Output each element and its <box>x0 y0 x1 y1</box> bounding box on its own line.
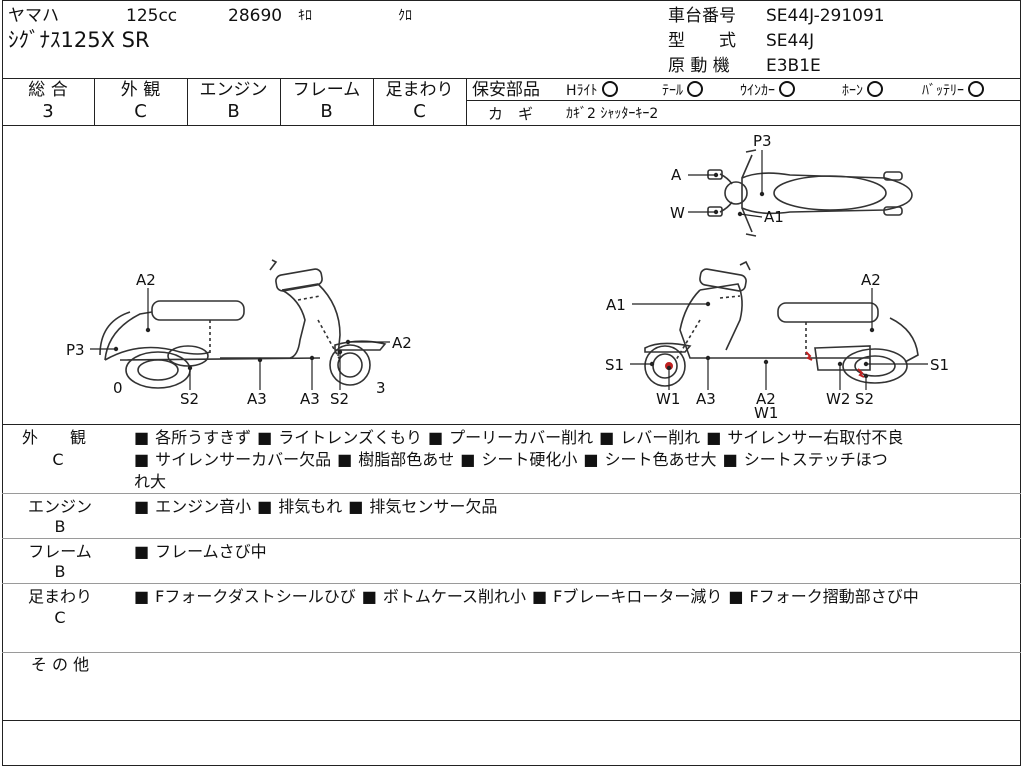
grade-gaikan-label: 外 観 <box>120 80 161 100</box>
maker: ヤマハ <box>8 6 59 26</box>
diagram-label: A3 <box>300 390 320 408</box>
diagram-label: W1 <box>656 390 680 408</box>
diagram-label: S2 <box>330 390 349 408</box>
remarks-frame-items: ■フレームさび中 <box>134 542 267 561</box>
remarks-frame-grade: B <box>54 562 66 581</box>
key-label: カ ギ <box>488 105 534 123</box>
grade-engine-label: エンジン <box>199 80 268 100</box>
remarks-engine-items: ■エンジン音小■排気もれ■排気センサー欠品 <box>134 497 498 516</box>
rear-wheel <box>842 348 908 384</box>
seat-shape <box>151 300 245 321</box>
remarks-gaikan-grade: C <box>52 450 64 469</box>
front-wheel <box>644 345 686 387</box>
safety-item-hlight: Hﾗｲﾄ <box>566 81 618 101</box>
ok-circle-icon <box>867 81 883 97</box>
ok-circle-icon <box>687 81 703 97</box>
safety-item-battery: ﾊﾞｯﾃﾘｰ <box>922 81 984 101</box>
grade-frame-label: フレーム <box>292 80 361 100</box>
grade-gaikan-value: C <box>134 101 147 122</box>
diagram-label: A3 <box>696 390 716 408</box>
diagram-label: 0 <box>113 379 123 397</box>
diagram-label: P3 <box>66 341 85 359</box>
front-wheel <box>329 344 371 386</box>
diagram-label: A1 <box>606 296 626 314</box>
safety-item-horn: ﾎｰﾝ <box>842 81 883 101</box>
remarks-gaikan-label: 外 観 <box>22 428 87 447</box>
divider <box>2 78 1021 79</box>
diagram-label: A2 <box>756 390 776 408</box>
diagram-label: A2 <box>136 271 156 289</box>
diagram-label: W <box>670 204 685 222</box>
frame-no-label: 車台番号 <box>668 6 736 26</box>
grade-engine-value: B <box>227 101 240 122</box>
diagram-label: W1 <box>754 404 778 422</box>
mileage-unit: ｷﾛ <box>298 8 312 24</box>
grade-frame-value: B <box>320 101 333 122</box>
diagram-label: W2 <box>826 390 850 408</box>
diagram-label: A1 <box>764 208 784 226</box>
model-name: ｼｸﾞﾅｽ125X SR <box>8 28 150 52</box>
diagram-label: S2 <box>855 390 874 408</box>
remarks-other-label: そ の 他 <box>30 655 90 674</box>
diagram-label: A2 <box>392 334 412 352</box>
ok-circle-icon <box>968 81 984 97</box>
diagram-label: S1 <box>605 356 624 374</box>
safety-item-winker: ｳｲﾝｶｰ <box>740 81 795 101</box>
damage-mark <box>665 351 865 378</box>
diagram-label: S2 <box>180 390 199 408</box>
remarks-frame-label: フレーム <box>28 542 92 561</box>
remarks-gaikan-line1: ■各所うすきず■ライトレンズくもり■プーリーカバー削れ■レバー削れ■サイレンサー… <box>134 428 904 447</box>
color: ｸﾛ <box>398 8 412 24</box>
remarks-engine-grade: B <box>54 517 66 536</box>
diagram-label: 3 <box>376 379 386 397</box>
grade-sogo-value: 3 <box>42 101 54 122</box>
diagram-label: A3 <box>247 390 267 408</box>
remarks-ashi-label: 足まわり <box>27 587 92 606</box>
engine-type-label: 原 動 機 <box>668 56 730 76</box>
diagram-label: A <box>671 166 682 184</box>
seat-shape <box>777 302 879 323</box>
ok-circle-icon <box>779 81 795 97</box>
grade-ashi-value: C <box>413 101 426 122</box>
safety-label: 保安部品 <box>472 80 540 100</box>
remarks-ashi-items: ■Fフォークダストシールひび■ボトムケース削れ小■Fブレーキローター減り■Fフォ… <box>134 587 919 606</box>
remarks-ashi-grade: C <box>54 608 66 627</box>
grade-sogo-label: 総 合 <box>28 80 68 100</box>
remarks-engine-label: エンジン <box>27 497 92 516</box>
diagram-label: P3 <box>753 132 772 150</box>
displacement: 125cc <box>126 6 178 26</box>
leg-shield <box>220 289 306 359</box>
type-label: 型 式 <box>668 31 736 51</box>
remarks-gaikan-line3: れ大 <box>134 472 167 491</box>
diagram-label: A2 <box>861 271 881 289</box>
grade-ashi-label: 足まわり <box>385 80 454 100</box>
ok-circle-icon <box>601 81 618 97</box>
key-value: ｶｷﾞ2 ｼｬｯﾀｰｷｰ2 <box>566 106 659 122</box>
type-value: SE44J <box>766 31 815 51</box>
diagram-label: S1 <box>930 356 949 374</box>
engine-type-value: E3B1E <box>766 56 821 76</box>
mileage: 28690 <box>228 6 283 26</box>
frame-no: SE44J-291091 <box>766 6 885 26</box>
safety-item-tail: ﾃｰﾙ <box>662 81 703 101</box>
remarks-gaikan-line2: ■サイレンサーカバー欠品■樹脂部色あせ■シート硬化小■シート色あせ大■シートステ… <box>134 450 888 469</box>
